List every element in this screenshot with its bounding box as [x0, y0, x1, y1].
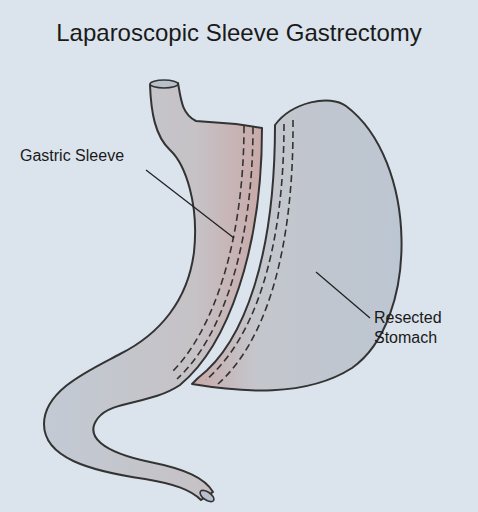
part-label: Resected Stomach	[374, 308, 470, 348]
diagram-title: Laparoscopic Sleeve Gastrectomy	[0, 18, 478, 48]
gastric-sleeve-shape	[44, 83, 262, 500]
leader-line	[146, 170, 234, 238]
staple-line	[206, 124, 284, 380]
leader-line	[316, 272, 370, 318]
staple-line	[218, 120, 293, 384]
esophagus-end	[150, 80, 178, 88]
part-label: Gastric Sleeve	[20, 146, 124, 166]
resected-stomach-shape	[192, 100, 402, 390]
duodenum-end	[198, 488, 216, 504]
